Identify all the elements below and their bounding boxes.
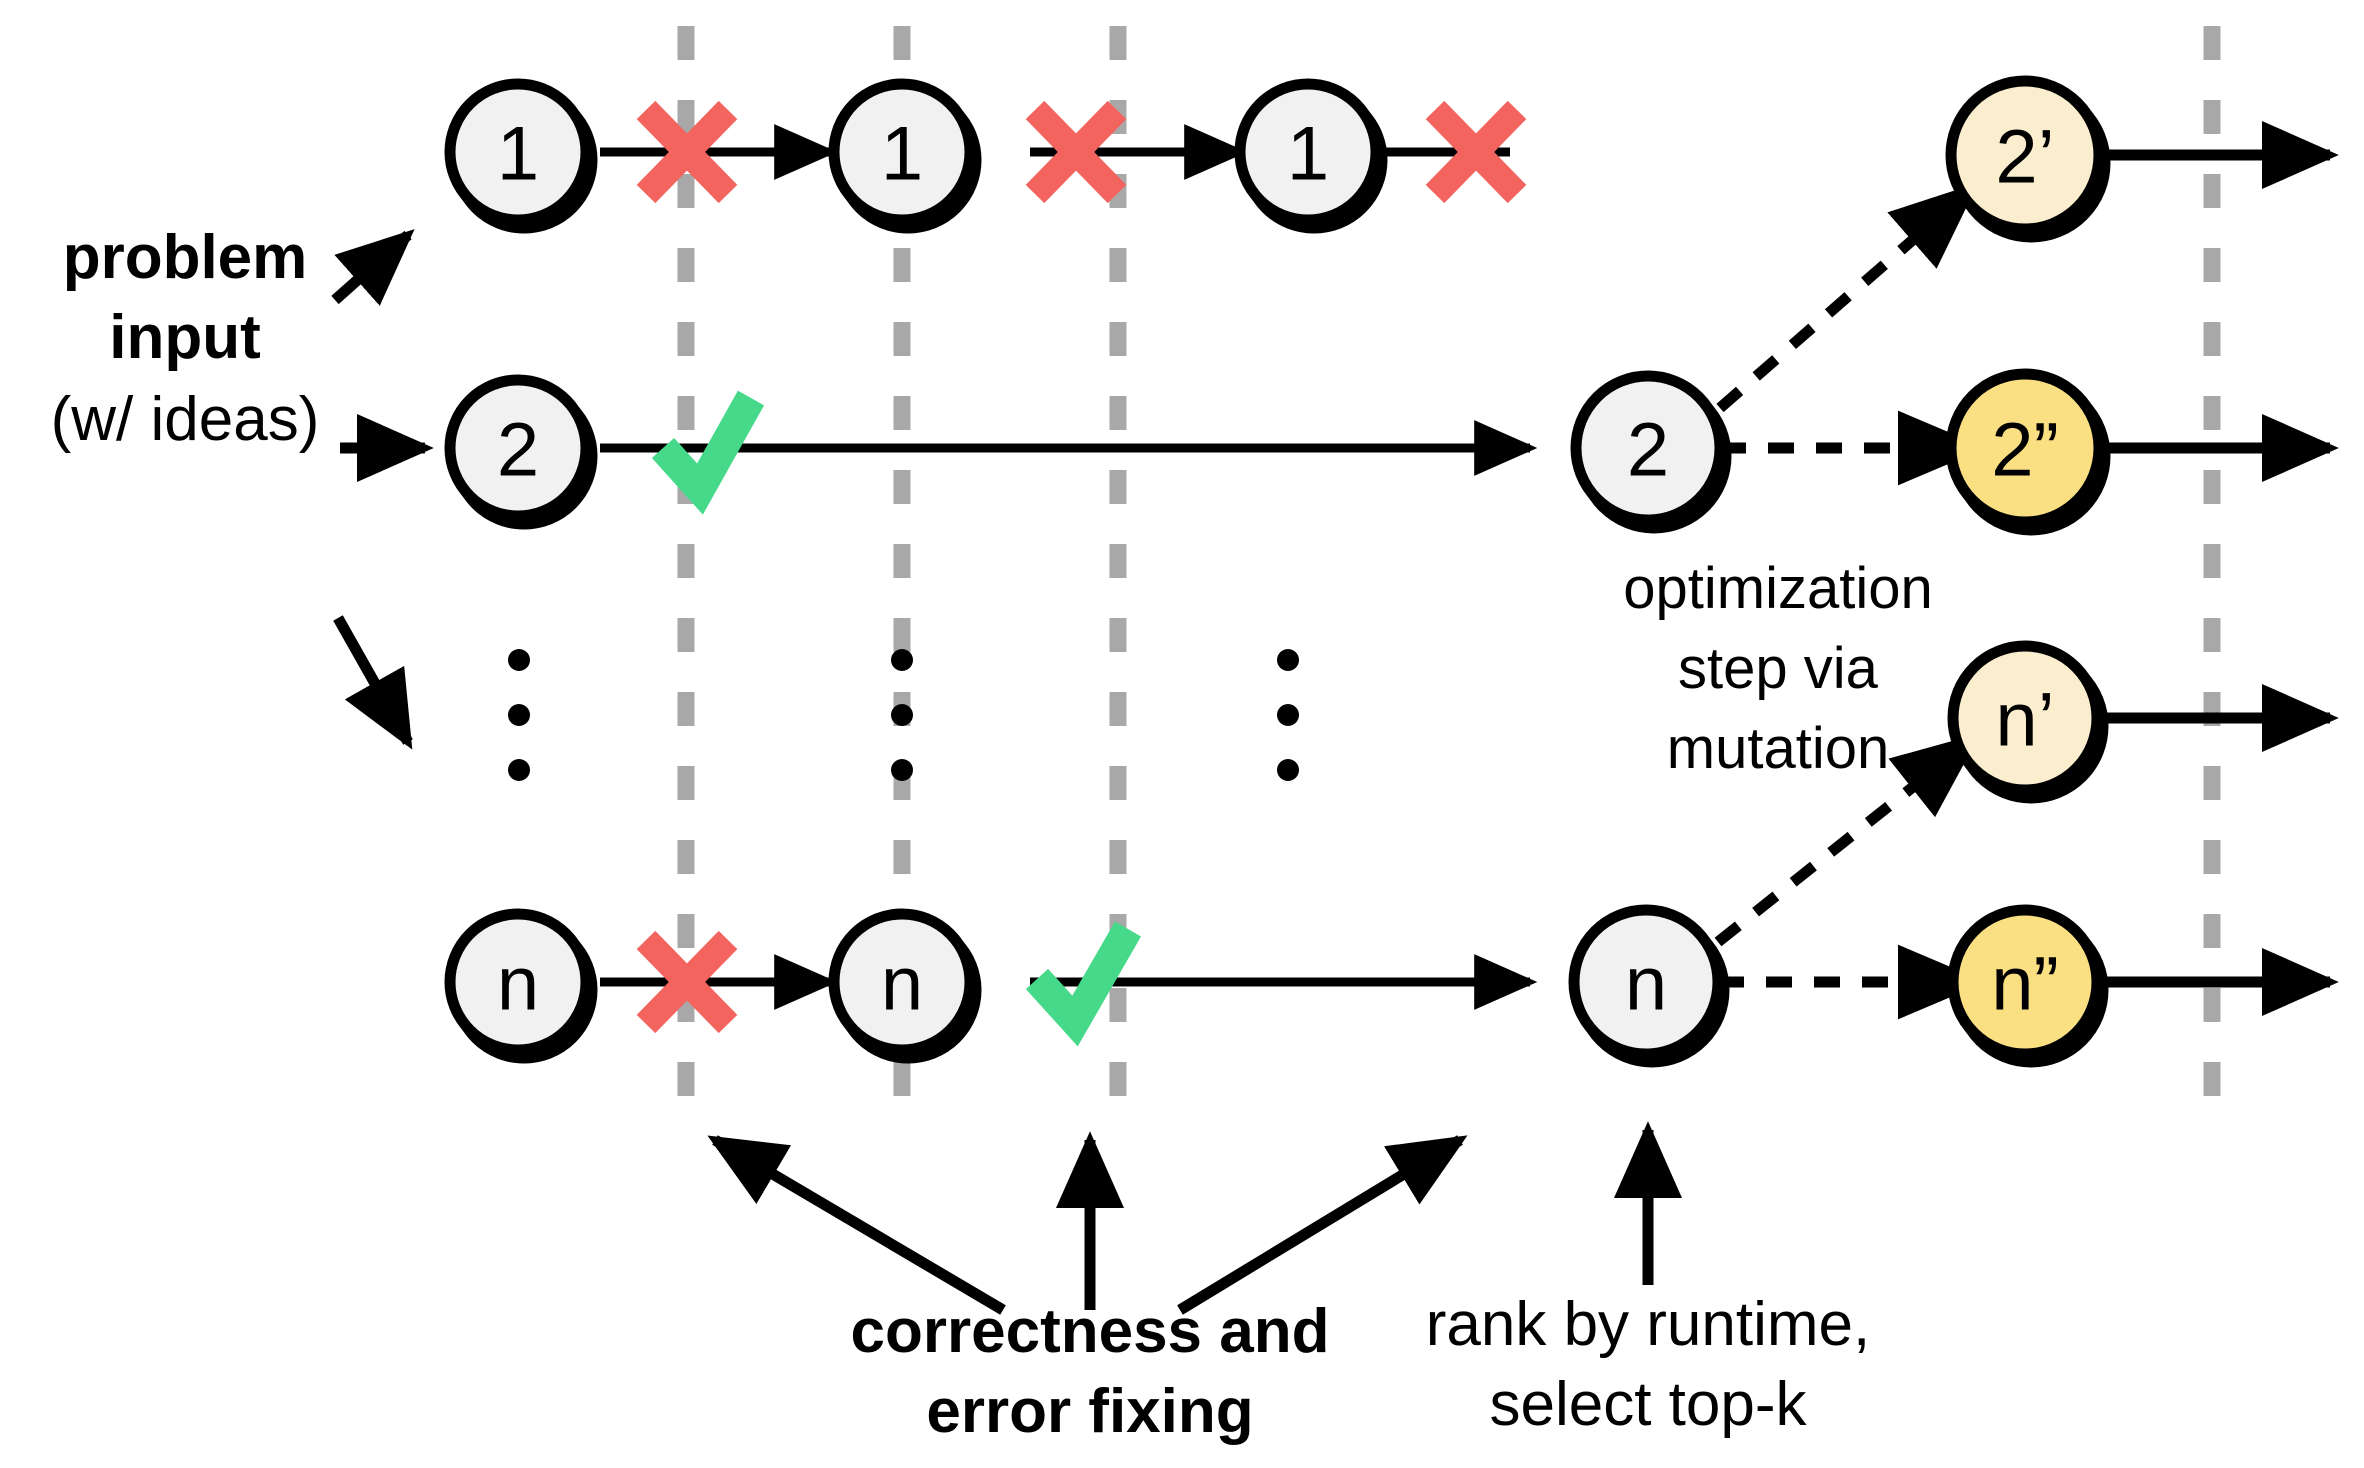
node-circle bbox=[828, 78, 976, 226]
rank-label-line2: select top-k bbox=[1489, 1370, 1807, 1439]
correctness-callout-arrows bbox=[707, 1131, 1468, 1315]
node-label: 1 bbox=[497, 112, 539, 197]
ellipsis-column-3 bbox=[1277, 649, 1299, 781]
mutation-label-group: optimization step via mutation bbox=[1623, 556, 1932, 781]
node-rown-b[interactable]: n bbox=[828, 908, 976, 1056]
node-rown-mutation-prime[interactable]: n’ bbox=[1947, 640, 2103, 796]
node-label: 2” bbox=[1991, 408, 2059, 493]
input-label-line1: problem bbox=[63, 223, 308, 292]
node-row1-a[interactable]: 1 bbox=[444, 78, 592, 226]
node-label: 2 bbox=[1627, 408, 1669, 493]
callout-arrow-right bbox=[1177, 1135, 1468, 1315]
node-circle bbox=[1234, 78, 1382, 226]
ellipsis-column-1 bbox=[508, 649, 530, 781]
node-circle bbox=[1947, 904, 2103, 1060]
ellipsis-column-2 bbox=[891, 649, 913, 781]
input-label-group: problem input (w/ ideas) bbox=[51, 223, 320, 454]
node-circle bbox=[444, 374, 592, 522]
mutation-label-line1: optimization bbox=[1623, 556, 1932, 621]
check-icon-row2-gate1 bbox=[651, 390, 765, 515]
node-label: n’ bbox=[1995, 678, 2054, 763]
node-label: 1 bbox=[1287, 112, 1329, 197]
callout-arrow-left bbox=[707, 1135, 1006, 1315]
node-circle bbox=[1568, 904, 1724, 1060]
rank-label-group: rank by runtime, select top-k bbox=[1426, 1290, 1871, 1439]
mutation-label-line3: mutation bbox=[1667, 716, 1889, 781]
row-n-mutation-edge-up bbox=[1714, 733, 1981, 947]
mutation-label-line2: step via bbox=[1678, 636, 1879, 701]
node-circle bbox=[444, 908, 592, 1056]
node-label: 2’ bbox=[1995, 115, 2054, 200]
cross-icon-row1-gate1 bbox=[636, 100, 738, 204]
check-icon-rown-gate2 bbox=[1025, 921, 1141, 1047]
node-label: n bbox=[497, 942, 539, 1027]
node-row2-a[interactable]: 2 bbox=[444, 374, 592, 522]
correctness-label-line1: correctness and bbox=[851, 1297, 1330, 1366]
node-label: n” bbox=[1991, 942, 2059, 1027]
cross-icon-row1-gate2 bbox=[1025, 100, 1127, 204]
node-circle bbox=[828, 908, 976, 1056]
correctness-label-line2: error fixing bbox=[926, 1377, 1253, 1446]
input-label-line2: input bbox=[109, 303, 261, 372]
node-rown-survivor[interactable]: n bbox=[1568, 904, 1724, 1060]
node-label: n bbox=[1625, 942, 1667, 1027]
node-row2-survivor[interactable]: 2 bbox=[1570, 370, 1726, 526]
input-arrow-down bbox=[333, 615, 413, 750]
node-row1-c[interactable]: 1 bbox=[1234, 78, 1382, 226]
correctness-label-group: correctness and error fixing bbox=[851, 1297, 1330, 1446]
node-rown-a[interactable]: n bbox=[444, 908, 592, 1056]
node-circle bbox=[1570, 370, 1726, 526]
node-row2-mutation-doubleprime[interactable]: 2” bbox=[1945, 368, 2105, 528]
cross-icon-rown-gate1 bbox=[636, 930, 738, 1034]
node-circle bbox=[444, 78, 592, 226]
input-arrow-up bbox=[331, 229, 415, 306]
node-row1-b[interactable]: 1 bbox=[828, 78, 976, 226]
cross-icon-row1-gate3 bbox=[1425, 100, 1527, 204]
input-label-line3: (w/ ideas) bbox=[51, 385, 320, 454]
node-label: n bbox=[881, 942, 923, 1027]
node-circle bbox=[1945, 75, 2105, 235]
node-label: 2 bbox=[497, 408, 539, 493]
rank-label-line1: rank by runtime, bbox=[1426, 1290, 1871, 1359]
node-circle bbox=[1945, 368, 2105, 528]
input-fanout-arrows bbox=[331, 229, 434, 750]
row-2-group bbox=[600, 120, 2339, 486]
node-rown-mutation-doubleprime[interactable]: n” bbox=[1947, 904, 2103, 1060]
node-row2-mutation-prime[interactable]: 2’ bbox=[1945, 75, 2105, 235]
row-2-mutation-edge-up bbox=[1716, 182, 1979, 413]
node-circle bbox=[1947, 640, 2103, 796]
node-label: 1 bbox=[881, 112, 923, 197]
